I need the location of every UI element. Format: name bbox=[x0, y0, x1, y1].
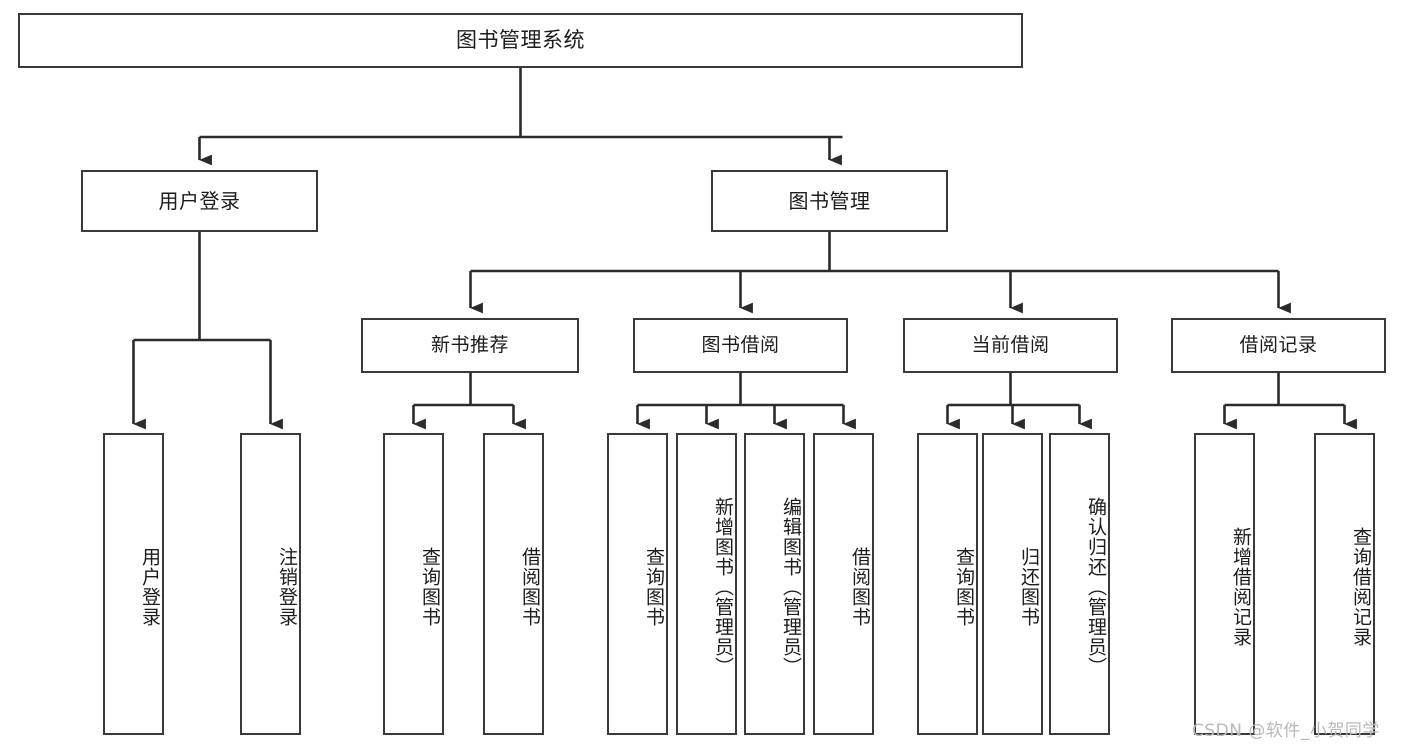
node-root[interactable]: 图书管理系统 bbox=[18, 13, 1023, 68]
node-borrow-record-label: 借阅记录 bbox=[1239, 333, 1318, 356]
node-leaf-query-record[interactable]: 查询借阅记录 bbox=[1314, 433, 1375, 735]
node-leaf-edit-book[interactable]: 编辑图书（管理员） bbox=[744, 433, 805, 735]
node-leaf-borrow-book-1[interactable]: 借阅图书 bbox=[483, 433, 544, 735]
node-leaf-borrow-book-2-label: 借阅图书 bbox=[849, 547, 871, 627]
node-root-label: 图书管理系统 bbox=[456, 27, 585, 52]
node-book-borrow[interactable]: 图书借阅 bbox=[633, 318, 848, 373]
node-book-borrow-label: 图书借阅 bbox=[701, 333, 780, 356]
node-leaf-query-book-3[interactable]: 查询图书 bbox=[917, 433, 978, 735]
node-new-book-rec-label: 新书推荐 bbox=[430, 333, 509, 356]
node-book-manage[interactable]: 图书管理 bbox=[711, 170, 948, 232]
node-leaf-query-book-2-label: 查询图书 bbox=[643, 547, 665, 627]
node-leaf-edit-book-label: 编辑图书（管理员） bbox=[780, 497, 802, 677]
node-current-borrow-label: 当前借阅 bbox=[971, 333, 1050, 356]
node-leaf-logout-label: 注销登录 bbox=[276, 547, 298, 627]
node-new-book-rec[interactable]: 新书推荐 bbox=[361, 318, 579, 373]
node-leaf-return-book[interactable]: 归还图书 bbox=[982, 433, 1043, 735]
node-leaf-user-login[interactable]: 用户登录 bbox=[103, 433, 164, 735]
node-leaf-add-book[interactable]: 新增图书（管理员） bbox=[676, 433, 737, 735]
node-borrow-record[interactable]: 借阅记录 bbox=[1171, 318, 1386, 373]
node-leaf-return-book-label: 归还图书 bbox=[1018, 547, 1040, 627]
node-leaf-query-book-1-label: 查询图书 bbox=[419, 547, 441, 627]
node-leaf-borrow-book-1-label: 借阅图书 bbox=[519, 547, 541, 627]
node-leaf-query-book-1[interactable]: 查询图书 bbox=[383, 433, 444, 735]
node-leaf-query-record-label: 查询借阅记录 bbox=[1350, 527, 1372, 647]
node-leaf-confirm-return-label: 确认归还（管理员） bbox=[1085, 497, 1107, 677]
node-leaf-logout[interactable]: 注销登录 bbox=[240, 433, 301, 735]
node-user-login[interactable]: 用户登录 bbox=[81, 170, 318, 232]
node-leaf-query-book-3-label: 查询图书 bbox=[953, 547, 975, 627]
node-book-manage-label: 图书管理 bbox=[788, 188, 871, 213]
node-leaf-add-record[interactable]: 新增借阅记录 bbox=[1194, 433, 1255, 735]
node-user-login-label: 用户登录 bbox=[158, 188, 241, 213]
node-current-borrow[interactable]: 当前借阅 bbox=[903, 318, 1118, 373]
node-leaf-query-book-2[interactable]: 查询图书 bbox=[607, 433, 668, 735]
node-leaf-user-login-label: 用户登录 bbox=[139, 547, 161, 627]
csdn-watermark: CSDN @软件_小贺同学 bbox=[1192, 721, 1380, 741]
node-leaf-borrow-book-2[interactable]: 借阅图书 bbox=[813, 433, 874, 735]
node-leaf-add-book-label: 新增图书（管理员） bbox=[712, 497, 734, 677]
node-leaf-add-record-label: 新增借阅记录 bbox=[1230, 527, 1252, 647]
node-leaf-confirm-return[interactable]: 确认归还（管理员） bbox=[1049, 433, 1110, 735]
